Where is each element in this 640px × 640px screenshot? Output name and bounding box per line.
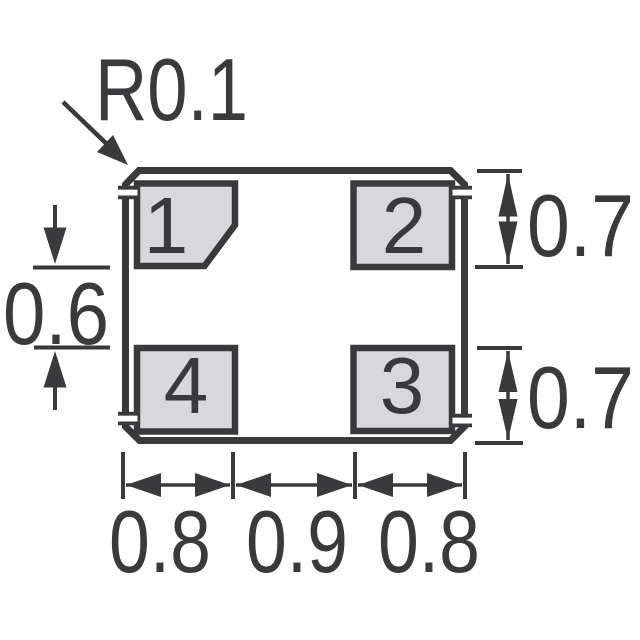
- arrow-up-icon: [43, 351, 67, 388]
- dimension-value: 0.8: [378, 492, 480, 591]
- double-arrow-icon: [126, 473, 230, 497]
- notch-bottom-left: [118, 411, 138, 426]
- notch-bottom-right: [452, 413, 472, 428]
- notch-top-right: [452, 185, 472, 200]
- dimension-pad-height-bottom: 0.7: [475, 346, 634, 447]
- dimension-value: 0.7: [527, 176, 634, 275]
- dimension-value: 0.9: [246, 492, 348, 591]
- corner-radius-label: R0.1: [95, 40, 248, 139]
- pad-3-number: 3: [380, 341, 425, 430]
- pad-2: [350, 180, 456, 271]
- pad-4-number: 4: [164, 341, 209, 430]
- dimension-vertical-gap: 0.6: [3, 205, 110, 410]
- pad-2-number: 2: [382, 181, 427, 270]
- arrow-up-icon: [498, 351, 518, 392]
- pad-3: [350, 344, 456, 435]
- pad-1: [133, 180, 239, 270]
- notch-top-left: [118, 185, 138, 200]
- arrow-up-icon: [498, 174, 518, 217]
- dimension-value: 0.8: [109, 492, 211, 591]
- dimension-value: 0.7: [527, 348, 634, 447]
- dimension-bottom-widths: 0.8 0.9 0.8: [109, 452, 480, 591]
- arrow-down-icon: [498, 221, 518, 264]
- corner-radius-leader-arrow-icon: [61, 100, 128, 165]
- double-arrow-icon: [358, 473, 462, 497]
- double-arrow-icon: [236, 473, 352, 497]
- pad-1-number: 1: [144, 181, 189, 270]
- arrow-down-icon: [43, 227, 67, 264]
- dimension-pad-height-top: 0.7: [475, 169, 634, 275]
- pad-4: [133, 344, 239, 435]
- arrow-down-icon: [498, 399, 518, 440]
